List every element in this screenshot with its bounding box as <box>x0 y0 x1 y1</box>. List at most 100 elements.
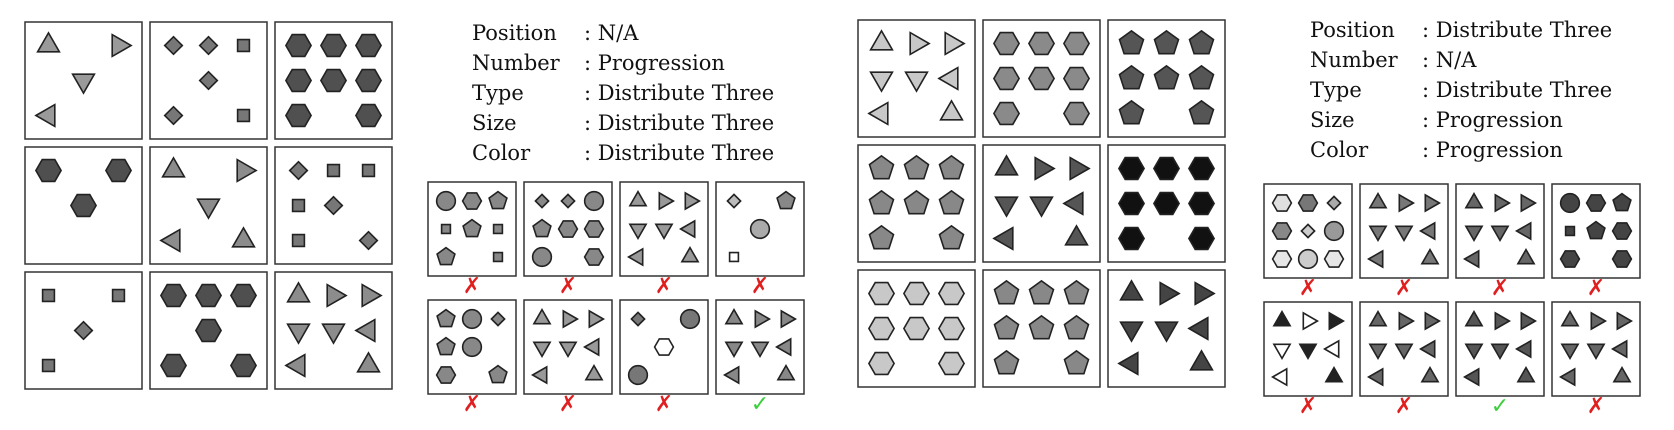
triangle-shape <box>680 245 700 263</box>
triangle-shape <box>361 283 383 308</box>
rule-value: : Distribute Three <box>584 81 775 105</box>
answer-option[interactable]: ✗ <box>523 299 613 417</box>
answer-option[interactable]: ✗ <box>619 299 709 417</box>
rule-row: Position: Distribute Three <box>1310 15 1612 45</box>
triangle-shape <box>1270 367 1288 387</box>
hexagon-shape <box>159 283 188 308</box>
answer-option[interactable]: ✗ <box>1263 183 1353 301</box>
hexagon-shape <box>229 283 258 308</box>
answer-option[interactable]: ✗ <box>1551 183 1641 301</box>
triangle-shape <box>1464 191 1484 209</box>
rule-value: : Distribute Three <box>1422 18 1613 42</box>
square-shape <box>41 358 56 373</box>
triangle-shape <box>1064 224 1089 246</box>
hexagon-shape <box>194 283 223 308</box>
answer-option[interactable]: ✗ <box>523 181 613 299</box>
triangle-shape <box>236 158 258 183</box>
rule-row: Position: N/A <box>472 18 774 48</box>
answer-option[interactable]: ✓ <box>1455 301 1545 419</box>
rule-attribute: Size <box>1310 108 1355 132</box>
triangle-shape <box>937 66 959 91</box>
triangle-shape <box>1464 225 1484 243</box>
rule-row: Type: Distribute Three <box>1310 75 1612 105</box>
triangle-shape <box>1324 365 1344 383</box>
triangle-shape <box>1424 193 1442 213</box>
pentagon-shape <box>1153 29 1180 55</box>
diamond-shape <box>198 70 219 91</box>
pentagon-shape <box>1612 192 1632 212</box>
hexagon-shape <box>284 68 313 93</box>
triangle-shape <box>994 154 1019 176</box>
pentagon-shape <box>1118 64 1145 90</box>
pentagon-shape <box>1118 29 1145 55</box>
square-shape <box>361 163 376 178</box>
triangle-shape <box>532 341 552 359</box>
answer-option[interactable]: ✗ <box>1455 183 1545 301</box>
hexagon-shape <box>1187 156 1216 181</box>
square-shape <box>440 223 452 235</box>
triangle-shape <box>684 191 702 211</box>
pentagon-shape <box>1028 314 1055 340</box>
pentagon-shape <box>1118 99 1145 125</box>
triangle-shape <box>1117 351 1139 376</box>
rules-list-left: Position: N/A Number: Progression Type: … <box>472 18 774 168</box>
circle-shape <box>531 246 553 268</box>
triangle-shape <box>722 365 740 385</box>
rule-attribute: Color <box>472 141 531 165</box>
triangle-shape <box>562 309 580 329</box>
triangle-shape <box>286 281 311 303</box>
answer-option[interactable]: ✗ <box>1359 301 1449 419</box>
triangle-shape <box>1590 311 1608 331</box>
context-cell <box>274 21 393 140</box>
context-cell <box>982 144 1101 263</box>
answer-option[interactable]: ✗ <box>1263 301 1353 419</box>
triangle-shape <box>1464 309 1484 327</box>
hexagon-shape <box>194 318 223 343</box>
answer-option[interactable]: ✗ <box>1359 183 1449 301</box>
triangle-shape <box>354 318 376 343</box>
answer-option[interactable]: ✓ <box>715 299 805 417</box>
triangle-shape <box>1464 343 1484 361</box>
answer-option[interactable]: ✗ <box>1551 301 1641 419</box>
hexagon-shape <box>1062 101 1091 126</box>
answer-option[interactable]: ✗ <box>427 299 517 417</box>
pentagon-shape <box>776 190 796 210</box>
triangle-shape <box>909 31 931 56</box>
rule-row: Size: Distribute Three <box>472 108 774 138</box>
context-cell <box>1107 144 1226 263</box>
triangle-shape <box>1516 247 1536 265</box>
hexagon-shape <box>1611 222 1633 240</box>
triangle-shape <box>196 198 221 220</box>
hexagon-shape <box>435 366 457 384</box>
pentagon-shape <box>462 218 482 238</box>
circle-shape <box>1323 220 1345 242</box>
hexagon-shape <box>1117 191 1146 216</box>
pentagon-shape <box>938 189 965 215</box>
circle-shape <box>461 336 483 358</box>
square-shape <box>326 163 341 178</box>
triangle-shape <box>34 103 56 128</box>
correct-mark: ✓ <box>1491 394 1509 419</box>
answer-option[interactable]: ✗ <box>619 181 709 299</box>
triangle-shape <box>36 31 61 53</box>
answer-option[interactable]: ✗ <box>715 181 805 299</box>
triangle-shape <box>1368 343 1388 361</box>
triangle-shape <box>71 73 96 95</box>
square-shape <box>1564 225 1576 237</box>
rule-row: Color: Progression <box>1310 135 1612 165</box>
hexagon-shape <box>583 220 605 238</box>
pentagon-shape <box>993 314 1020 340</box>
pentagon-shape <box>436 308 456 328</box>
diamond-shape <box>1300 223 1316 239</box>
triangle-shape <box>724 341 744 359</box>
triangle-shape <box>1189 349 1214 371</box>
context-cell <box>149 21 268 140</box>
diamond-shape <box>490 311 506 327</box>
context-cell <box>982 269 1101 388</box>
wrong-mark: ✗ <box>1299 394 1317 419</box>
wrong-mark: ✗ <box>1395 276 1413 301</box>
square-shape <box>236 38 251 53</box>
triangle-shape <box>1394 343 1414 361</box>
answer-option[interactable]: ✗ <box>427 181 517 299</box>
wrong-mark: ✗ <box>1491 276 1509 301</box>
